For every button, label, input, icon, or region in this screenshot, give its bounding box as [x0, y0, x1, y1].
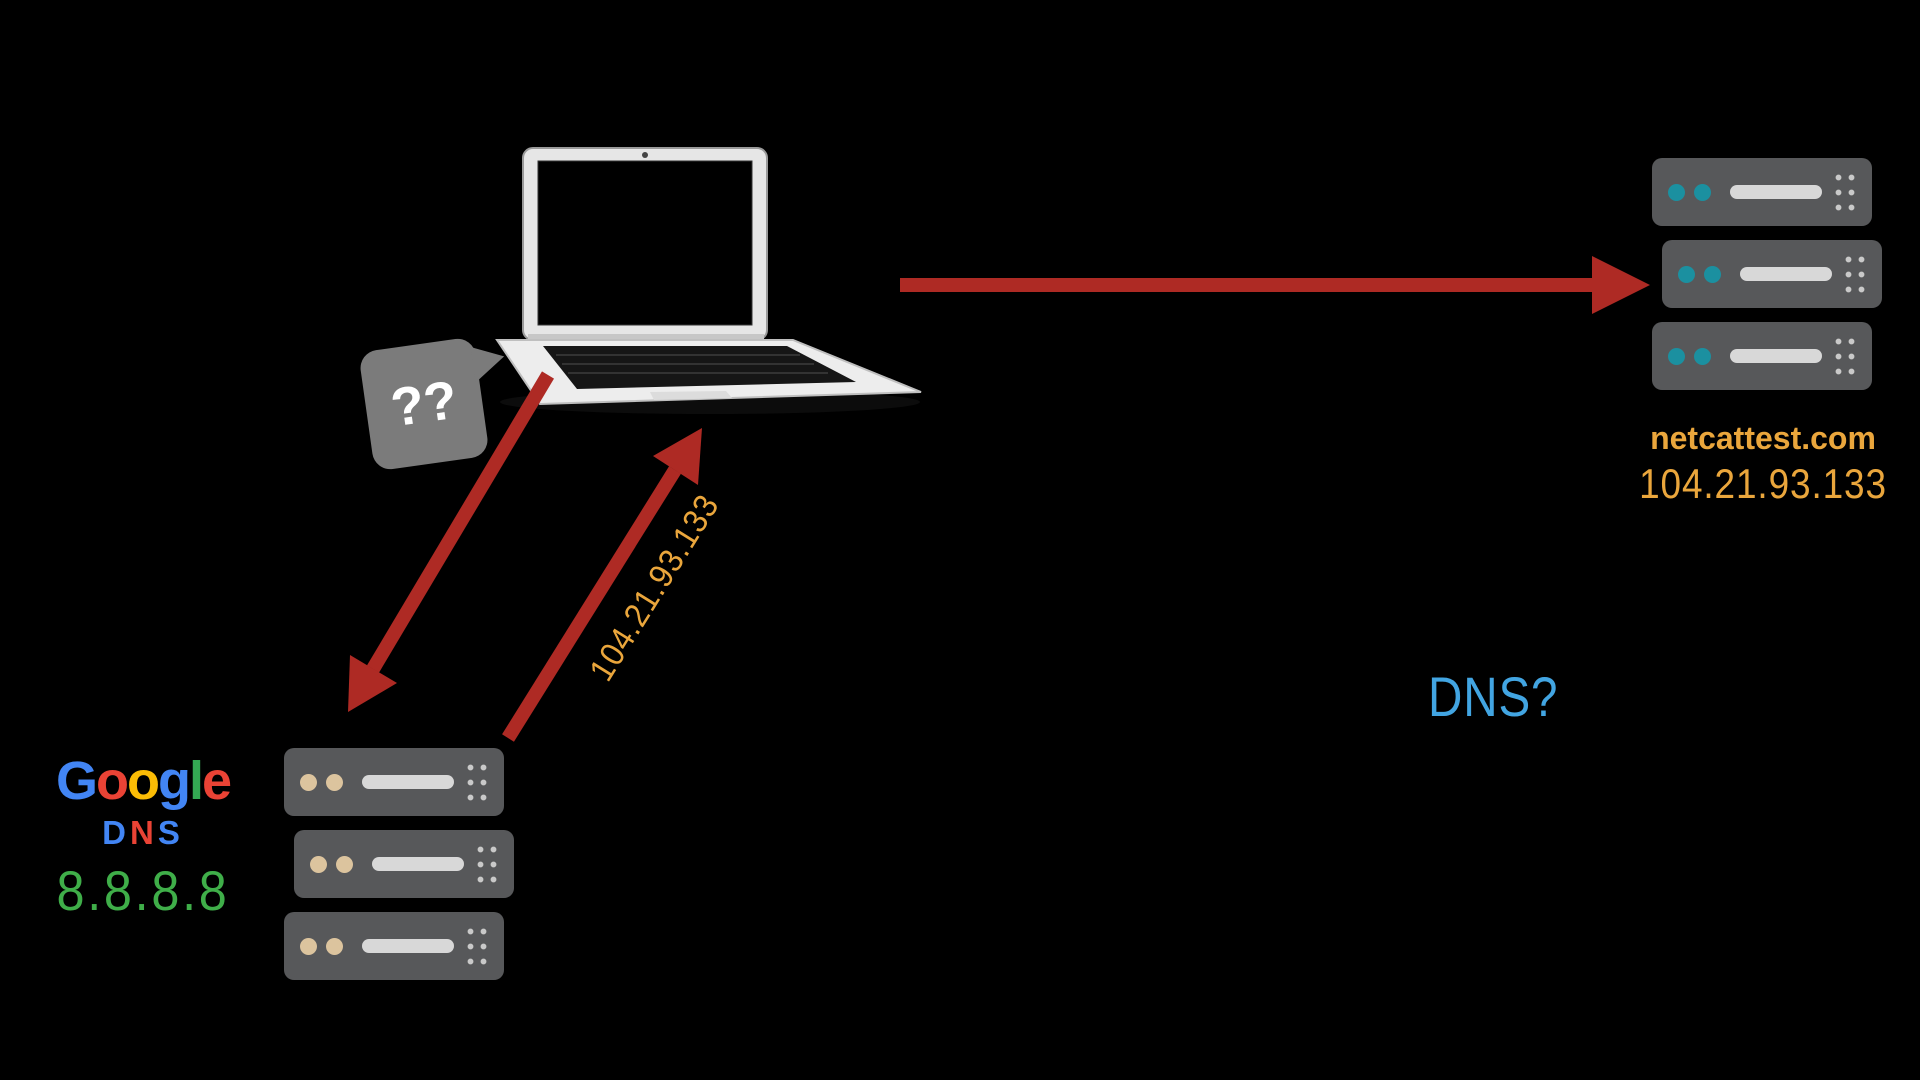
- server-vent-dots-icon: [474, 842, 498, 886]
- google-dns-letter: S: [157, 814, 184, 851]
- netcat-domain-label: netcattest.com: [1650, 420, 1876, 456]
- netcat-ip-label: 104.21.93.133: [1639, 460, 1887, 507]
- server-drive-bar-icon: [372, 857, 464, 871]
- laptop-icon: [495, 147, 922, 414]
- google-logo-letter: l: [188, 751, 204, 811]
- server-vent-dots-icon: [1832, 170, 1856, 214]
- google-dns-label: DNS: [18, 814, 268, 852]
- server-led-icon: [1694, 347, 1711, 365]
- arrow-request: [900, 256, 1650, 314]
- server-vent-dots-icon: [1842, 252, 1866, 296]
- arrow-dns-query: [348, 371, 555, 712]
- google-logo-letter: o: [95, 751, 129, 811]
- google-dns-server-stack: [284, 748, 514, 980]
- server-unit: [1662, 240, 1882, 308]
- server-unit: [1652, 322, 1872, 390]
- google-dns-ip-label: 8.8.8.8: [56, 859, 230, 922]
- server-led-icon: [1704, 265, 1721, 283]
- dns-question-label: DNS?: [1428, 665, 1559, 728]
- arrow-dns-response: [502, 428, 702, 742]
- server-led-icon: [326, 773, 343, 791]
- server-led-icon: [300, 773, 317, 791]
- google-logo-letter: e: [201, 751, 232, 811]
- google-logo-letter: o: [126, 751, 160, 811]
- question-marks-text: ??: [387, 369, 461, 439]
- google-dns-letter: N: [129, 814, 158, 851]
- server-vent-dots-icon: [464, 924, 488, 968]
- server-led-icon: [326, 937, 343, 955]
- server-unit: [284, 748, 504, 816]
- server-led-icon: [1668, 183, 1685, 201]
- server-vent-dots-icon: [1832, 334, 1856, 378]
- google-dns-letter: D: [102, 814, 130, 851]
- speech-bubble-tail-icon: [470, 342, 508, 383]
- server-unit: [284, 912, 504, 980]
- netcat-server-stack: [1652, 158, 1882, 390]
- server-led-icon: [1668, 347, 1685, 365]
- server-vent-dots-icon: [464, 760, 488, 804]
- google-logo-letter: g: [157, 751, 191, 811]
- server-drive-bar-icon: [1730, 185, 1822, 199]
- server-led-icon: [300, 937, 317, 955]
- question-speech-bubble: ??: [358, 336, 508, 472]
- server-unit: [294, 830, 514, 898]
- server-drive-bar-icon: [362, 939, 454, 953]
- google-logo: Google: [18, 750, 268, 812]
- server-unit: [1652, 158, 1872, 226]
- server-drive-bar-icon: [1740, 267, 1832, 281]
- server-drive-bar-icon: [362, 775, 454, 789]
- server-drive-bar-icon: [1730, 349, 1822, 363]
- server-led-icon: [310, 855, 327, 873]
- server-led-icon: [336, 855, 353, 873]
- server-led-icon: [1678, 265, 1695, 283]
- google-logo-letter: G: [55, 751, 98, 811]
- server-led-icon: [1694, 183, 1711, 201]
